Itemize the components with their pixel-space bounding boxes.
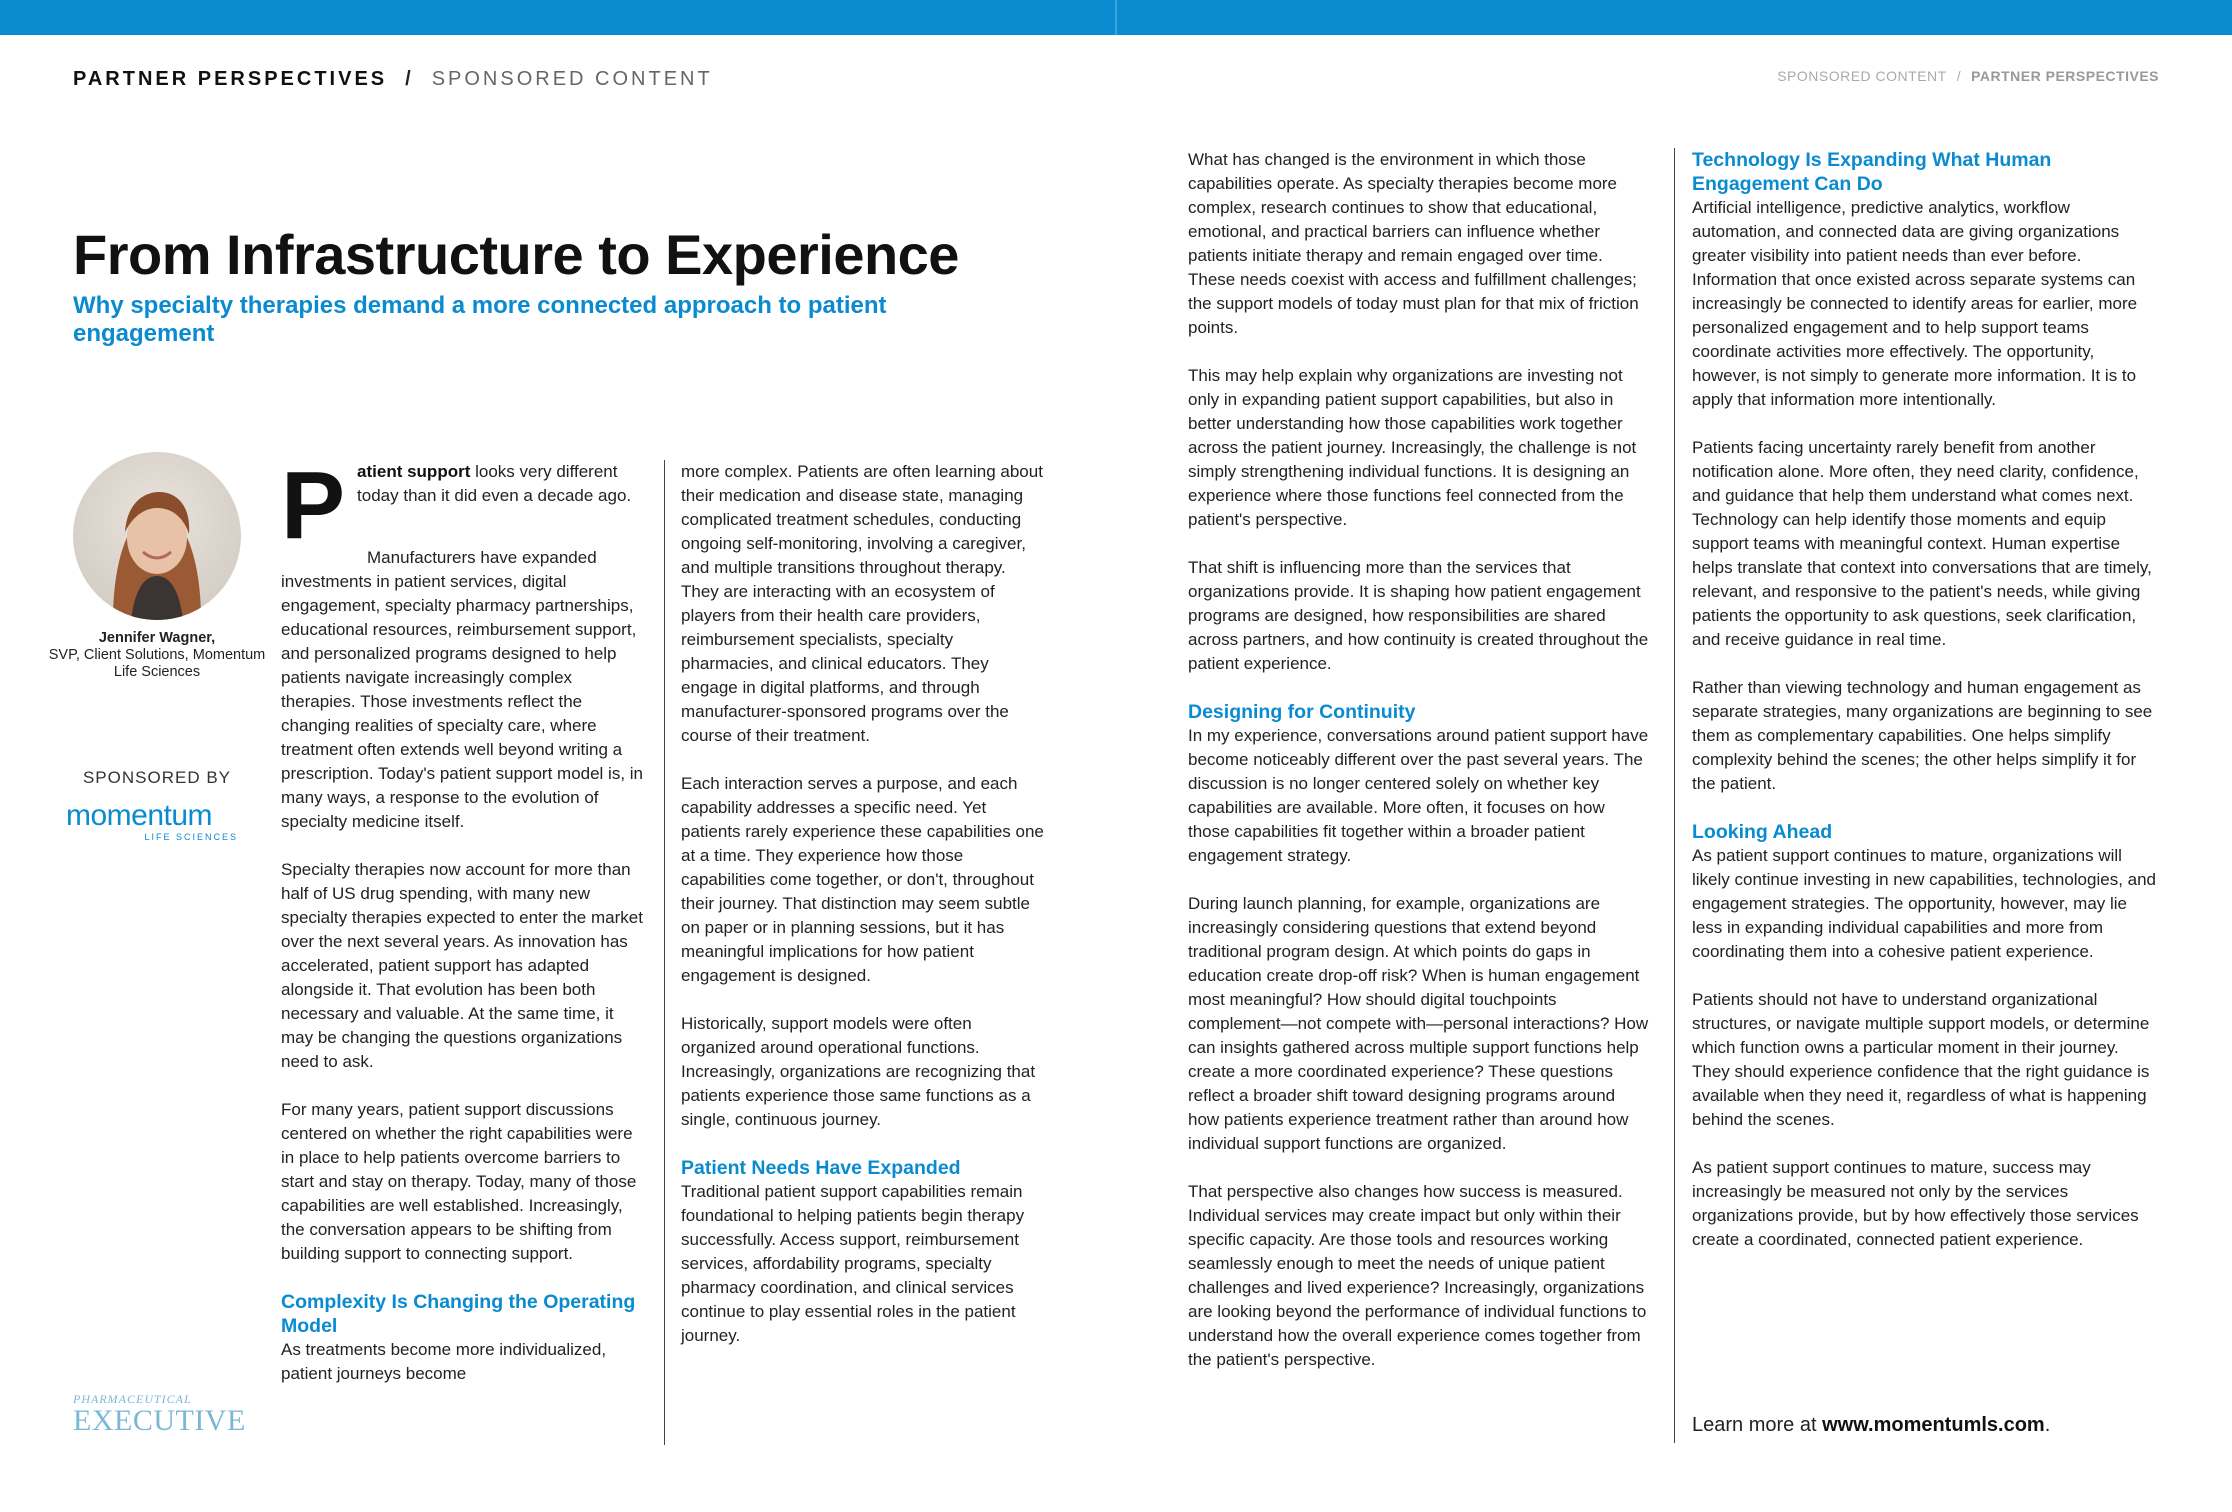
paragraph: Specialty therapies now account for more…: [281, 860, 643, 1071]
momentum-logo-sub: LIFE SCIENCES: [144, 832, 238, 842]
paragraph: That perspective also changes how succes…: [1188, 1182, 1647, 1369]
paragraph: That shift is influencing more than the …: [1188, 558, 1649, 673]
learn-more-line: Learn more at www.momentumls.com.: [1692, 1414, 2050, 1437]
running-header-right: SPONSORED CONTENT / PARTNER PERSPECTIVES: [1777, 68, 2159, 84]
author-portrait-illustration: [113, 492, 201, 620]
spread-gutter: [1115, 0, 1117, 35]
header-right-slash: /: [1956, 68, 1962, 84]
learn-more-suffix: .: [2044, 1414, 2051, 1436]
header-right-sponsored: SPONSORED CONTENT: [1777, 68, 1947, 84]
pe-logo-big: EXECUTIVE: [73, 1404, 246, 1437]
paragraph: Patients should not have to understand o…: [1692, 990, 2150, 1129]
column-rule: [1674, 148, 1675, 1443]
header-right-section: PARTNER PERSPECTIVES: [1971, 68, 2159, 84]
paragraph: Manufacturers have expanded investments …: [281, 548, 644, 831]
paragraph: As treatments become more individualized…: [281, 1340, 607, 1383]
section-heading: Looking Ahead: [1692, 821, 1833, 843]
paragraph: During launch planning, for example, org…: [1188, 894, 1649, 1153]
section-heading: Patient Needs Have Expanded: [681, 1157, 961, 1179]
pe-logo-small: PHARMACEUTICAL: [73, 1392, 192, 1406]
paragraph: What has changed is the environment in w…: [1188, 150, 1639, 337]
pharmaceutical-executive-logo: PHARMACEUTICAL EXECUTIVE: [73, 1392, 246, 1437]
momentum-logo: momentum LIFE SCIENCES: [66, 800, 242, 848]
running-header-left: PARTNER PERSPECTIVES / SPONSORED CONTENT: [73, 68, 713, 91]
article-subtitle: Why specialty therapies demand a more co…: [73, 292, 887, 347]
section-heading: Complexity Is Changing the Operating Mod…: [281, 1291, 636, 1337]
paragraph: As patient support continues to mature, …: [1692, 1158, 2139, 1249]
learn-more-prefix: Learn more at: [1692, 1414, 1823, 1436]
paragraph: Artificial intelligence, predictive anal…: [1692, 198, 2138, 409]
paragraph: Patients facing uncertainty rarely benef…: [1692, 438, 2152, 649]
paragraph: In my experience, conversations around p…: [1188, 726, 1649, 865]
paragraph: Traditional patient support capabilities…: [681, 1182, 1025, 1345]
drop-cap: P: [281, 452, 346, 559]
lead-strong: atient support: [357, 462, 471, 481]
paragraph: Historically, support models were often …: [681, 1014, 1036, 1129]
author-byline: Jennifer Wagner, SVP, Client Solutions, …: [40, 630, 274, 681]
learn-more-link[interactable]: www.momentumls.com: [1822, 1414, 2045, 1436]
paragraph: For many years, patient support discussi…: [281, 1100, 637, 1263]
paragraph: This may help explain why organizations …: [1188, 366, 1637, 529]
paragraph: more complex. Patients are often learnin…: [681, 462, 1043, 745]
lead-rest: looks very different today than it did e…: [357, 462, 632, 505]
paragraph: Rather than viewing technology and human…: [1692, 678, 2153, 793]
section-heading: Designing for Continuity: [1188, 701, 1416, 723]
author-role: SVP, Client Solutions, Momentum Life Sci…: [48, 647, 266, 680]
article-column-3: What has changed is the environment in w…: [1188, 148, 1650, 1396]
article-column-2: more complex. Patients are often learnin…: [681, 460, 1045, 1372]
momentum-logo-word: momentum: [66, 799, 213, 832]
sponsored-by-label: SPONSORED BY: [82, 768, 232, 787]
article-title: From Infrastructure to Experience: [73, 223, 959, 286]
header-section-label: PARTNER PERSPECTIVES: [73, 68, 388, 90]
header-slash: /: [405, 68, 414, 90]
author-name: Jennifer Wagner,: [98, 630, 216, 646]
column-rule: [664, 460, 665, 1445]
paragraph: Each interaction serves a purpose, and e…: [681, 774, 1044, 985]
author-photo: [73, 452, 241, 620]
article-column-4: Technology Is Expanding What Human Engag…: [1692, 148, 2160, 1276]
section-heading: Technology Is Expanding What Human Engag…: [1692, 149, 2052, 195]
header-sponsored-label: SPONSORED CONTENT: [431, 68, 713, 90]
paragraph: As patient support continues to mature, …: [1692, 846, 2157, 961]
